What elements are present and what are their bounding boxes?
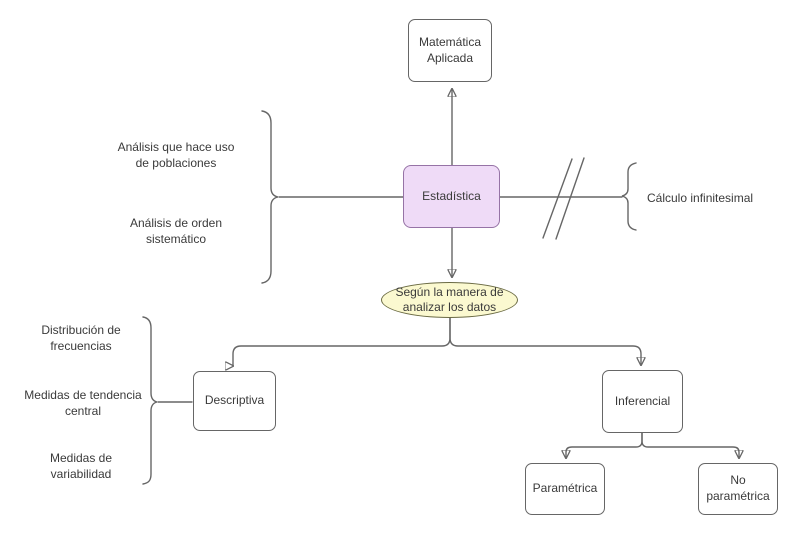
annotation-medidas-variabilidad: Medidas de variabilidad xyxy=(49,451,113,482)
annotation-analisis-sistematico: Análisis de orden sistemático xyxy=(129,216,223,247)
brace-descriptiva-icon xyxy=(142,316,158,485)
node-parametrica: Paramétrica xyxy=(525,463,605,515)
annotation-distribucion-frecuencias: Distribución de frecuencias xyxy=(41,323,121,354)
double-slash-icon xyxy=(555,157,585,240)
brace-estadistica-left-icon xyxy=(261,110,279,284)
node-estadistica: Estadística xyxy=(403,165,500,228)
connector-criterio-inferencial xyxy=(449,316,641,365)
connector-inferencial-no-parametrica xyxy=(641,432,739,458)
connector-criterio-descriptiva xyxy=(233,316,451,366)
annotation-medidas-tendencia-central: Medidas de tendencia central xyxy=(24,388,142,419)
brace-calculo-icon xyxy=(621,162,637,231)
node-no-parametrica: No paramétrica xyxy=(698,463,778,515)
node-descriptiva: Descriptiva xyxy=(193,371,276,431)
annotation-analisis-poblaciones: Análisis que hace uso de poblaciones xyxy=(117,140,235,171)
connector-inferencial-parametrica xyxy=(566,432,643,458)
double-slash-icon xyxy=(542,158,573,239)
node-matematica-aplicada: Matemática Aplicada xyxy=(408,19,492,82)
node-inferencial: Inferencial xyxy=(602,370,683,433)
node-criterio-ellipse: Según la manera de analizar los datos xyxy=(381,282,518,318)
annotation-calculo-infinitesimal: Cálculo infinitesimal xyxy=(647,191,754,205)
